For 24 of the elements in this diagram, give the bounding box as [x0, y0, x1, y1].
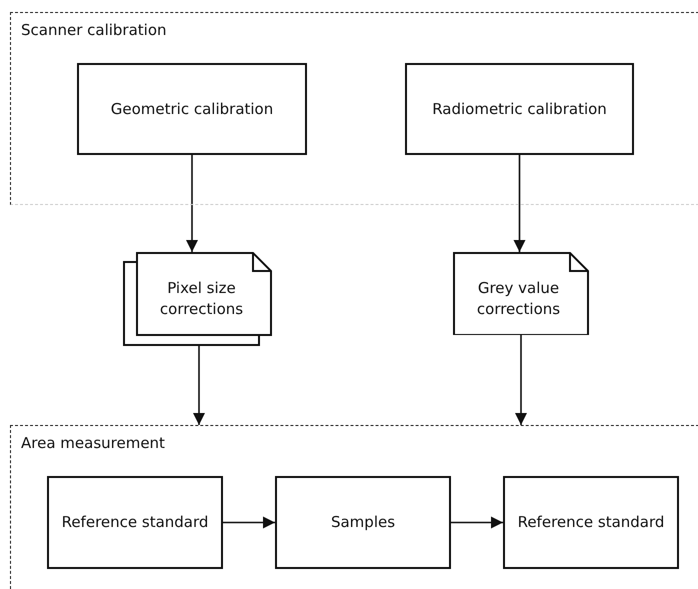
document-stack-shape	[123, 252, 272, 346]
box-label: Reference standard	[60, 512, 210, 533]
group-container	[10, 12, 698, 205]
arrow	[451, 516, 503, 528]
process-box	[503, 476, 679, 569]
box-label: Reference standard	[516, 512, 666, 533]
group-title: Scanner calibration	[21, 21, 167, 39]
document-shape	[453, 252, 589, 335]
process-box	[405, 63, 634, 155]
arrow	[193, 346, 205, 425]
box-label: Samples	[330, 512, 396, 533]
arrow	[223, 516, 275, 528]
group-title: Area measurement	[21, 434, 165, 452]
process-box	[47, 476, 223, 569]
document-label: Pixel size corrections	[158, 278, 244, 320]
arrow	[514, 155, 526, 252]
document-label: Grey value corrections	[476, 278, 562, 320]
arrow	[186, 155, 198, 252]
process-box	[275, 476, 451, 569]
process-box	[77, 63, 307, 155]
arrow	[515, 335, 527, 425]
group-container	[10, 425, 698, 589]
box-label: Radiometric calibration	[431, 98, 608, 120]
box-label: Geometric calibration	[110, 98, 274, 120]
